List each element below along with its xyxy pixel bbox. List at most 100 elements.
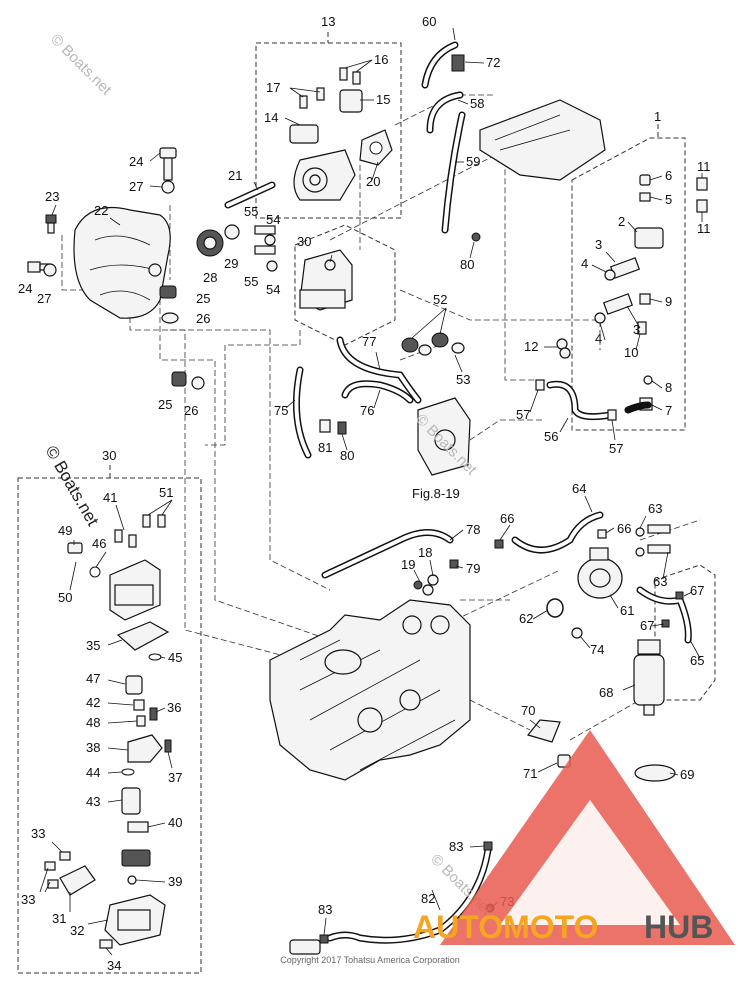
callout-80: 80	[460, 257, 474, 272]
oring-45-part	[148, 653, 162, 661]
callout-79: 79	[466, 561, 480, 576]
plug-6-part	[639, 174, 651, 186]
callout-70: 70	[521, 703, 535, 718]
callout-42: 42	[86, 695, 100, 710]
callout-25: 25	[196, 291, 210, 306]
callout-72: 72	[486, 55, 500, 70]
callout-75: 75	[274, 403, 288, 418]
logo-text-auto: AUTOMOTO	[413, 909, 598, 945]
hose-7-part	[624, 401, 652, 414]
callout-5: 5	[665, 192, 672, 207]
seal-28-part	[196, 229, 224, 257]
callout-76: 76	[360, 403, 374, 418]
callout-27: 27	[37, 291, 51, 306]
callout-25: 25	[158, 397, 172, 412]
washer-27-lower-part	[43, 263, 57, 277]
clip-83-upper-part	[483, 841, 493, 851]
sensor-49-part	[67, 542, 83, 554]
assembly-box-30	[17, 477, 202, 974]
gasket-20-part	[359, 129, 393, 166]
callout-58: 58	[470, 96, 484, 111]
clip-72-part	[451, 54, 465, 72]
screw-34-part	[99, 939, 113, 949]
callout-10: 10	[624, 345, 638, 360]
bracket-38-part	[127, 734, 163, 763]
clamp-66-right-part	[597, 529, 607, 539]
callout-57: 57	[516, 407, 530, 422]
callout-39: 39	[168, 874, 182, 889]
fuel-rail-2-part	[634, 227, 664, 249]
callout-66: 66	[617, 521, 631, 536]
bolt-81-part	[319, 419, 347, 435]
float-47-part	[125, 675, 143, 695]
fuel-filter-68-part	[633, 639, 665, 716]
pump-43-part	[121, 787, 141, 815]
clip-83-lower-part	[319, 934, 329, 944]
screw-48-part	[136, 715, 146, 727]
filter-40-part	[121, 821, 151, 867]
callout-41: 41	[103, 490, 117, 505]
callout-15: 15	[376, 92, 390, 107]
callout-54: 54	[266, 212, 280, 227]
callout-33: 33	[31, 826, 45, 841]
callout-2: 2	[618, 214, 625, 229]
oring-29-part	[224, 224, 240, 240]
callout-30: 30	[297, 234, 311, 249]
clamp-67-lower-part	[661, 619, 670, 628]
callout-83: 83	[318, 902, 332, 917]
callout-52: 52	[433, 292, 447, 307]
band-69-part	[634, 764, 676, 782]
callout-7: 7	[665, 403, 672, 418]
callout-19: 19	[401, 557, 415, 572]
washer-54-upper-part	[264, 234, 276, 246]
callout-33: 33	[21, 892, 35, 907]
washer-54-lower-part	[266, 260, 278, 272]
assembly-box-30-top	[294, 224, 396, 346]
callout-13: 13	[321, 14, 335, 29]
screw-36-part	[149, 707, 158, 721]
callout-51: 51	[159, 485, 173, 500]
callout-44: 44	[86, 765, 100, 780]
callout-82: 82	[421, 891, 435, 906]
callout-34: 34	[107, 958, 121, 973]
callout-22: 22	[94, 203, 108, 218]
oring-8-part	[643, 375, 653, 385]
callout-78: 78	[466, 522, 480, 537]
clips-12-part	[556, 338, 571, 359]
callout-80: 80	[340, 448, 354, 463]
callout-21: 21	[228, 168, 242, 183]
callout-63: 63	[648, 501, 662, 516]
callout-69: 69	[680, 767, 694, 782]
callout-77: 77	[362, 334, 376, 349]
callout-66: 66	[500, 511, 514, 526]
callout-6: 6	[665, 168, 672, 183]
callout-49: 49	[58, 523, 72, 538]
fittings-52-53-part	[401, 332, 465, 356]
hose-56-part	[546, 380, 614, 421]
callout-20: 20	[366, 174, 380, 189]
watermark-boats-net: © Boats.net	[47, 31, 115, 99]
intake-silencer-part	[73, 206, 171, 319]
callout-54: 54	[266, 282, 280, 297]
callout-68: 68	[599, 685, 613, 700]
connector-part	[289, 939, 321, 955]
callout-23: 23	[45, 189, 59, 204]
clamp-67-upper-part	[675, 591, 684, 600]
part-10-part	[637, 321, 647, 335]
callout-11: 11	[697, 221, 711, 236]
vapor-separator-part	[299, 249, 353, 311]
gasket-35-part	[116, 621, 170, 651]
callout-83: 83	[449, 839, 463, 854]
clip-80-upper-part	[471, 232, 481, 242]
callout-31: 31	[52, 911, 66, 926]
engine-block-part	[269, 599, 471, 781]
oring-4-upper-part	[604, 269, 616, 281]
bolts-63-part	[635, 524, 671, 557]
float-chamber-32-part	[104, 894, 166, 946]
watermark-boats-net-dark: © Boats.net	[42, 443, 103, 530]
callout-8: 8	[665, 380, 672, 395]
callout-26: 26	[184, 403, 198, 418]
cylinder-cover-part	[479, 99, 606, 181]
callout-47: 47	[86, 671, 100, 686]
